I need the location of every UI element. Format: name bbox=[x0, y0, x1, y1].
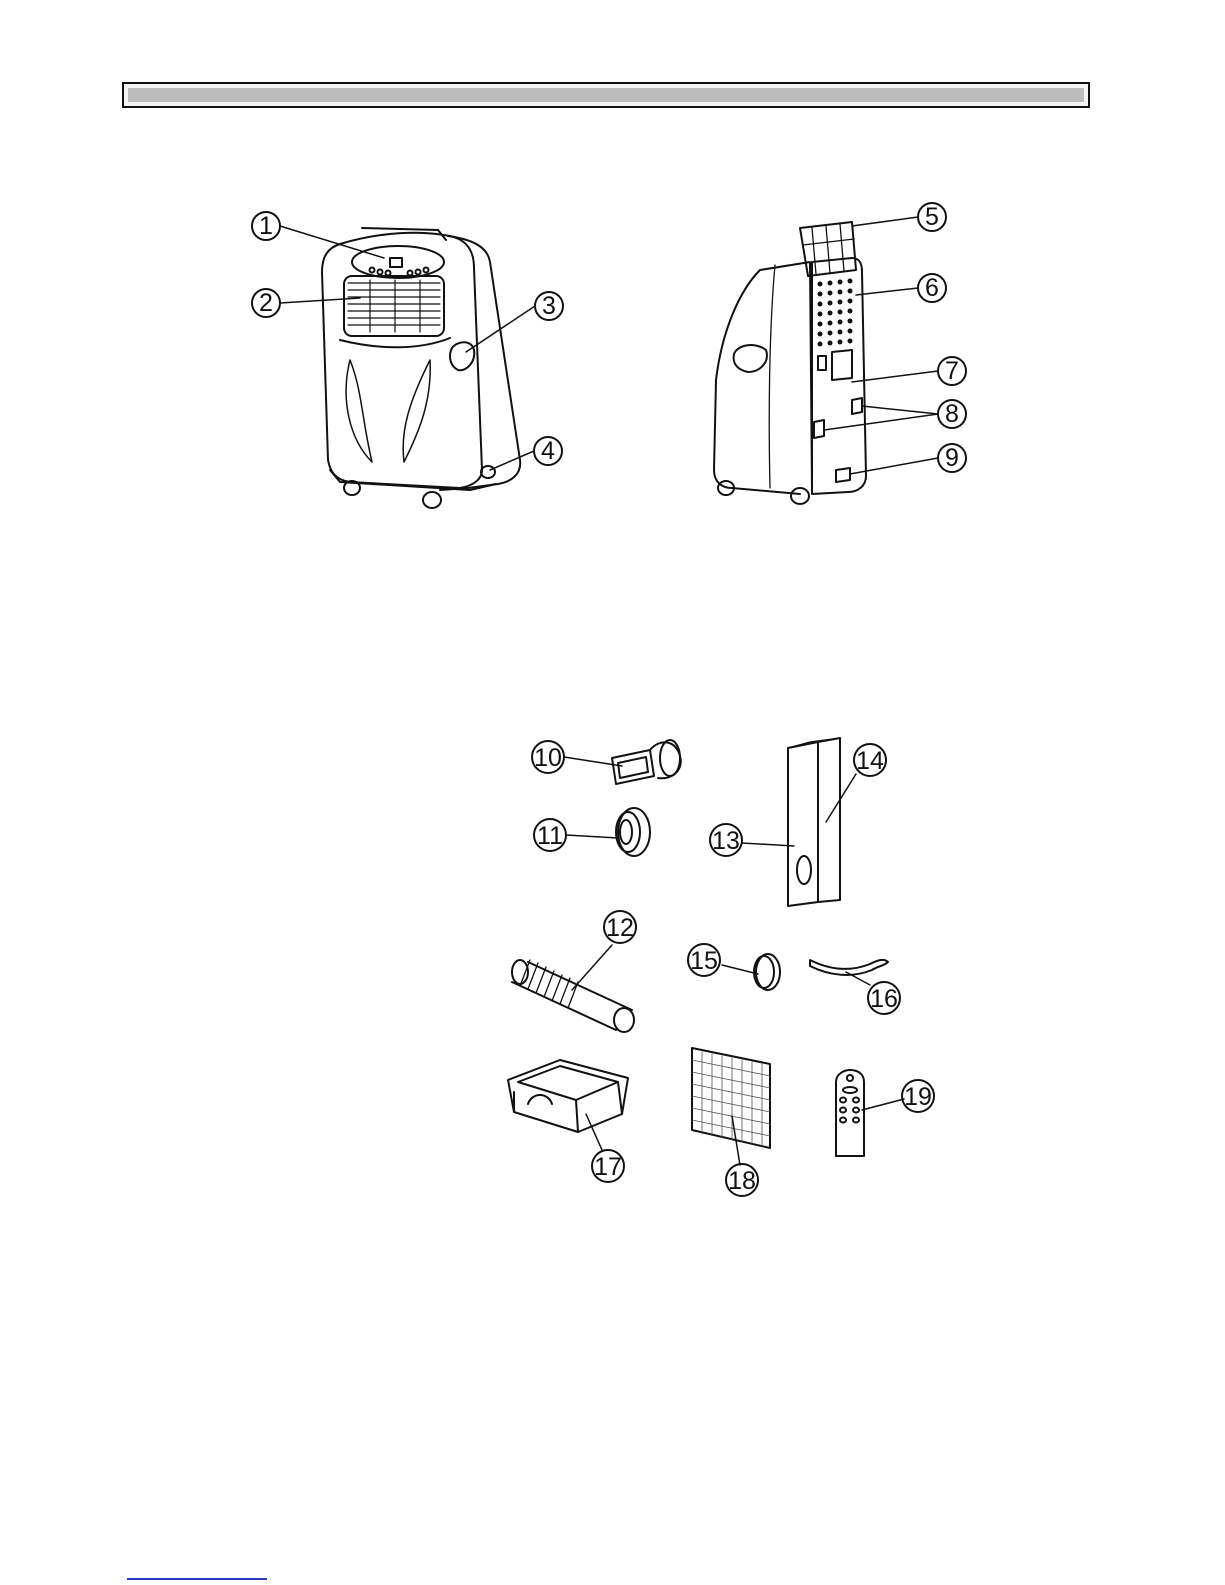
back-vent-grille bbox=[818, 279, 853, 347]
callout-9: 9 bbox=[938, 444, 966, 472]
callout-label: 12 bbox=[606, 914, 634, 942]
callout-10: 10 bbox=[532, 741, 564, 773]
callout-label: 11 bbox=[537, 822, 563, 850]
cap-drawing bbox=[754, 954, 780, 990]
drain-pipe-drawing bbox=[810, 960, 888, 975]
callout-15: 15 bbox=[688, 944, 720, 976]
callout-19: 19 bbox=[902, 1080, 934, 1112]
callout-label: 2 bbox=[259, 289, 273, 317]
callout-7: 7 bbox=[938, 357, 966, 385]
callout-3: 3 bbox=[535, 292, 563, 320]
cord-hook-upper bbox=[852, 398, 862, 414]
callout-label: 18 bbox=[728, 1167, 756, 1195]
front-air-outlet-grille bbox=[348, 280, 440, 332]
window-panels-drawing bbox=[788, 738, 840, 906]
leader-lines bbox=[280, 217, 938, 1165]
remote-control-drawing bbox=[836, 1070, 864, 1156]
drain-tray-drawing bbox=[508, 1060, 628, 1132]
callout-label: 1 bbox=[259, 212, 273, 240]
callout-label: 5 bbox=[925, 203, 939, 231]
small-outlet bbox=[818, 356, 826, 370]
drain-outlet bbox=[836, 468, 850, 482]
callout-label: 8 bbox=[945, 400, 959, 428]
callout-17: 17 bbox=[592, 1150, 624, 1182]
callout-label: 15 bbox=[690, 947, 718, 975]
callout-13: 13 bbox=[710, 824, 742, 856]
footer-link-underline bbox=[127, 1578, 267, 1580]
back-side-handle bbox=[734, 345, 767, 372]
callout-label: 6 bbox=[925, 274, 939, 302]
hose-connector-drawing bbox=[616, 808, 650, 856]
callout-5: 5 bbox=[918, 203, 946, 231]
front-view-unit bbox=[322, 228, 520, 508]
callout-6: 6 bbox=[918, 274, 946, 302]
lifted-air-filter bbox=[800, 222, 856, 276]
window-adapter-drawing bbox=[612, 740, 681, 784]
exhaust-outlet bbox=[832, 350, 852, 380]
callout-label: 10 bbox=[534, 744, 562, 772]
callout-12: 12 bbox=[604, 911, 636, 943]
callout-18: 18 bbox=[726, 1164, 758, 1196]
exhaust-hose-drawing bbox=[512, 960, 634, 1032]
callout-label: 9 bbox=[945, 444, 959, 472]
callout-2: 2 bbox=[252, 289, 280, 317]
filter-drawing bbox=[692, 1048, 770, 1148]
callout-label: 7 bbox=[945, 357, 959, 385]
callout-8: 8 bbox=[938, 400, 966, 428]
callout-4: 4 bbox=[534, 437, 562, 465]
callout-14: 14 bbox=[854, 744, 886, 776]
control-display bbox=[390, 258, 402, 267]
callout-label: 14 bbox=[856, 747, 884, 775]
cord-hook-lower bbox=[814, 420, 824, 438]
callout-label: 13 bbox=[712, 827, 740, 855]
callout-label: 4 bbox=[541, 437, 555, 465]
callout-1: 1 bbox=[252, 212, 280, 240]
callout-label: 17 bbox=[594, 1153, 622, 1181]
back-view-unit bbox=[714, 222, 866, 504]
callout-label: 3 bbox=[542, 292, 556, 320]
side-handle bbox=[450, 342, 474, 370]
callout-label: 19 bbox=[904, 1083, 932, 1111]
callout-16: 16 bbox=[868, 982, 900, 1014]
callout-11: 11 bbox=[534, 819, 566, 851]
callout-label: 16 bbox=[870, 985, 898, 1013]
control-panel bbox=[352, 246, 444, 278]
